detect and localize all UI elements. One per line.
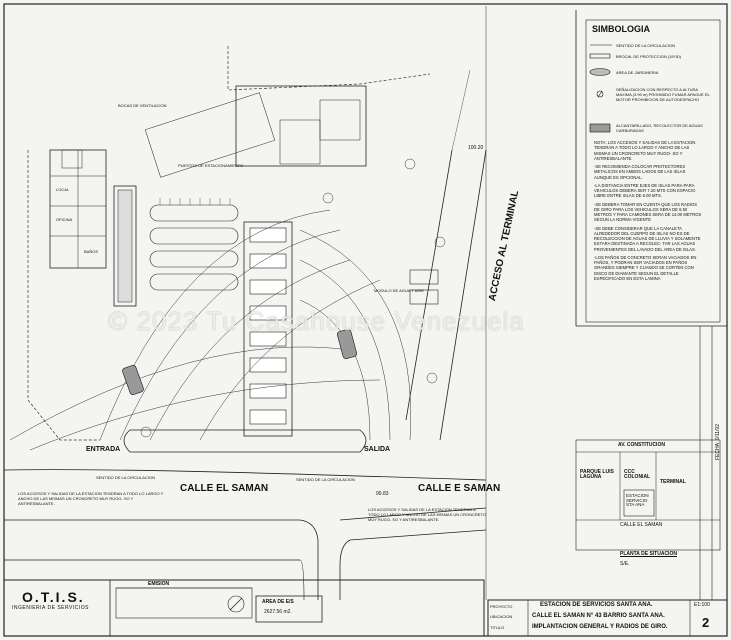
street-note-left: LOS ACCESOS Y SALIDAS DE LA ESTACION TEN… — [18, 491, 164, 506]
legend-item-circulation: SENTIDO DE LA CIRCULACION — [616, 43, 675, 48]
legend-item-jardineria: AREA DE JARDINERIA — [616, 70, 659, 75]
legend-title: SIMBOLOGIA — [592, 24, 650, 34]
tb-titulo: IMPLANTACION GENERAL Y RADIOS DE GIRO. — [532, 624, 668, 630]
tb-ubicacion: CALLE EL SAMAN N° 43 BARRIO SANTA ANA. — [532, 613, 665, 619]
label-oficina: OFICINA — [56, 217, 73, 222]
note-5: -SE DEBE CONSIDERAR QUE LA CANALETA ALRE… — [594, 225, 701, 252]
watermark: © 2023 Tu Casahouse Venezuela — [108, 306, 525, 336]
note-3: -LA DISTANCIA ENTRE EJES DE ISLAS PARA P… — [594, 182, 696, 199]
note-4: -SE DEBERA TOMAR EN CUENTA QUE LOS RADIO… — [594, 201, 702, 223]
label-entrada: ENTRADA — [86, 446, 121, 453]
legend-item-senalizacion: SEÑALIZACION CON RESPECTO A ALTURA MAXIM… — [616, 87, 710, 102]
tb-emision: EMISION — [148, 581, 170, 587]
label-bocas-ventilacion: BOCAS DE VENTILACION — [118, 103, 167, 108]
label-level: 100.20 — [468, 145, 484, 151]
loc-av-constitucion: AV. CONSTITUCION — [618, 442, 665, 448]
loc-plano-title: PLANTA DE SITUACION — [620, 551, 677, 557]
tb-otis: O.T.I.S. — [22, 589, 85, 605]
tb-titulo-label: TITULO — [490, 625, 505, 630]
label-sentido-1: SENTIDO DE LA CIRCULACION — [96, 475, 155, 480]
label-calle-el-saman: CALLE EL SAMAN — [180, 483, 269, 494]
tb-ubicacion-label: UBICACION — [490, 614, 513, 619]
tb-area-label: AREA DE E/S — [262, 599, 294, 605]
tb-fecha: FECHA: 0/11/02 — [715, 423, 721, 460]
label-sentido-2: SENTIDO DE LA CIRCULACION — [296, 477, 355, 482]
tb-escala: E1:100 — [694, 602, 710, 608]
legend-item-brocal: BROCAL DE PROTECCION (15*30) — [616, 54, 681, 59]
tb-proyecto-label: PROYECTO — [490, 604, 513, 609]
label-local: LOCAL — [56, 187, 70, 192]
loc-calle: CALLE EL SAMAN — [620, 522, 663, 528]
label-modulo-agua: MODULO DE AGUA Y AIRE — [374, 288, 425, 293]
tb-proyecto: ESTACION DE SERVICIOS SANTA ANA. — [540, 602, 653, 608]
note-1: NOTA: LOS ACCESOS Y SALIDAS DE LA ESTACI… — [594, 140, 696, 161]
label-calle-e-saman: CALLE E SAMAN — [418, 483, 501, 494]
note-6: -LOS PAÑOS DE CONCRETO SERAN VACIADOS EN… — [594, 254, 697, 281]
loc-estacion: ESTACION SERVICIO STA ANA — [626, 493, 649, 507]
tb-area-value: 2627.56 m2. — [264, 609, 292, 615]
street-note-right: LOS ACCESOS Y SALIDAS DE LA ESTACION TEN… — [368, 507, 486, 522]
label-salida: SALIDA — [364, 446, 391, 453]
loc-scale: S/E. — [620, 561, 630, 567]
tb-sheet-number: 2 — [702, 615, 710, 630]
label-banos: BAÑOS — [84, 249, 99, 254]
label-puestos-estacionamiento: PUESTOS DE ESTACIONAMIENTO — [178, 163, 244, 168]
legend-item-alcantarillado: ALCANTARILLADO, RECOLECTOR DE AGUAS CARB… — [616, 123, 703, 133]
notes-block: NOTA: LOS ACCESOS Y SALIDAS DE LA ESTACI… — [594, 140, 704, 284]
note-2: -SE RECOMIENDA COLOCAR PROTECTORES METAL… — [594, 164, 686, 180]
loc-parque: PARQUE LUIS LAGUNA — [580, 469, 614, 480]
label-level-2: 99.83 — [376, 491, 389, 497]
tb-ingenieria: INGENIERIA DE SERVICIOS — [12, 605, 89, 611]
loc-ccc: CCC COLONIAL — [624, 469, 651, 480]
loc-terminal: TERMINAL — [660, 479, 686, 485]
